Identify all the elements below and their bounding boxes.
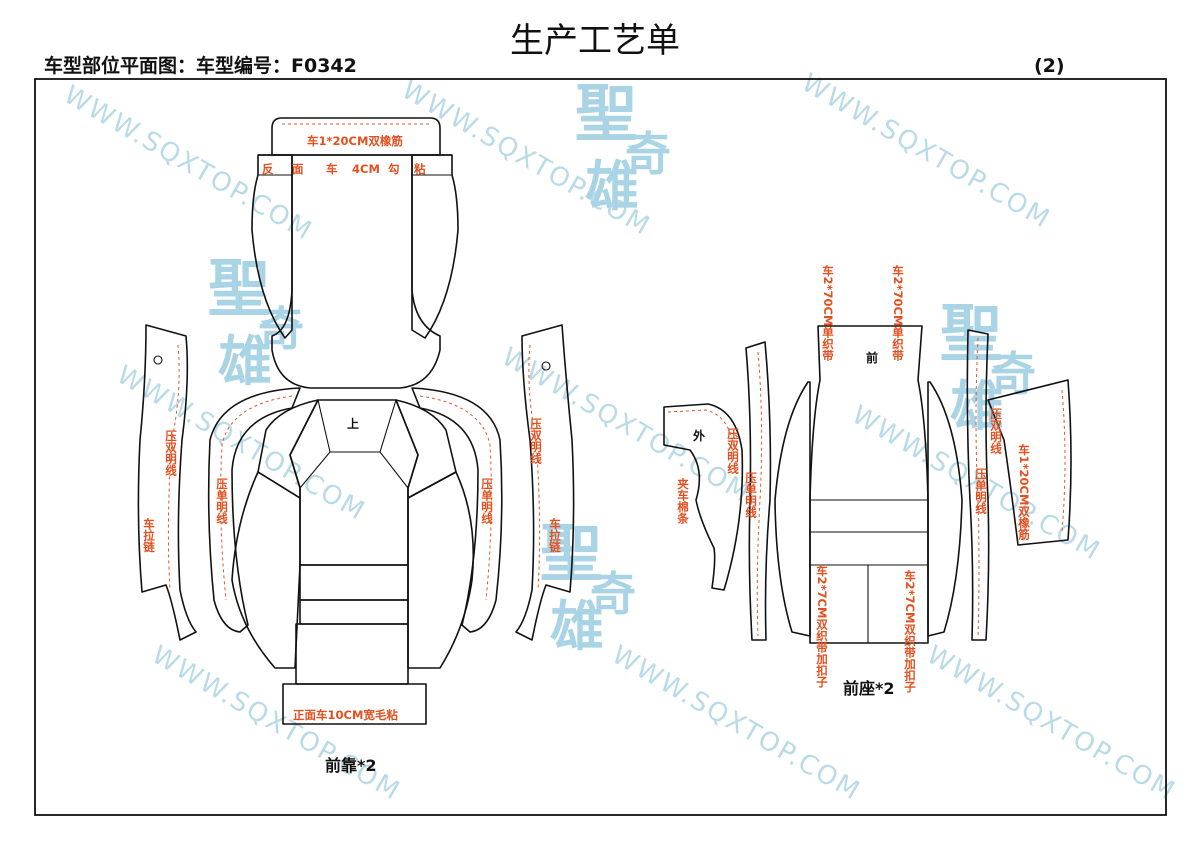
front-back-outer-strip-left: [137, 324, 197, 641]
annotation-vertical: 车2*70CM单织带: [821, 264, 835, 361]
front-back-side-left: [231, 471, 301, 669]
front-back-side-right: [407, 471, 475, 669]
annotation-vertical: 压单明线: [215, 477, 229, 525]
annotation-vertical: 压双明线: [529, 417, 543, 465]
front-back-head-panel: [271, 155, 441, 389]
front-back-lower-band-2: [299, 599, 409, 625]
front-seat-side-right: [927, 381, 963, 637]
front-back-lower-band-3: [295, 623, 409, 685]
front-back-inner-strip-right: [411, 387, 503, 633]
front-seat-pattern: 前 车2*70CM单织带 车2*70CM单织带 车2*7CM双织带加扣子 车2*…: [663, 264, 1072, 698]
annotation: 车1*20CM双橡筋: [307, 134, 403, 148]
front-seat-strip-right: [966, 329, 990, 641]
svg-text:奇: 奇: [625, 127, 671, 181]
svg-text:粘: 粘: [414, 162, 426, 176]
annotation-vertical: 车2*70CM单织带: [891, 264, 905, 361]
sheet-title: 生产工艺单: [510, 21, 680, 61]
front-back-shoulder-left: [257, 399, 319, 499]
annotation-vertical: 车1*20CM双橡筋: [1017, 443, 1031, 540]
front-back-outer-strip-right: [515, 324, 575, 641]
annotation-row: 反 面 车 4CM 勾 粘: [262, 162, 426, 176]
annotation-vertical: 压单明线: [744, 471, 758, 519]
front-seat-main-panel: [809, 325, 929, 644]
part-label: 前: [866, 350, 878, 365]
annotation-vertical: 压单明线: [480, 477, 494, 525]
svg-text:面: 面: [292, 162, 304, 176]
annotation-vertical: 车2*7CM双织带加扣子: [815, 564, 829, 688]
front-back-pattern: 车1*20CM双橡筋 反 面 车 4CM 勾 粘 上 正面车10CM宽毛粘 压双…: [137, 117, 575, 775]
front-seat-side-left: [774, 381, 811, 637]
annotation-vertical: 压双明线: [164, 429, 178, 477]
svg-text:雄: 雄: [218, 329, 272, 393]
front-seat-flap-left: [663, 403, 744, 591]
annotation-vertical: 车拉链: [548, 517, 562, 553]
annotation-vertical: 车2*7CM双织带加扣子: [903, 569, 917, 693]
watermark-logo: 聖 奇 雄: [208, 252, 304, 393]
drawing-frame: [34, 78, 1167, 816]
watermark-logo: 聖 奇 雄: [940, 297, 1036, 438]
svg-text:雄: 雄: [585, 154, 639, 218]
svg-text:雄: 雄: [950, 374, 1004, 438]
front-back-head-wing-left: [251, 154, 293, 339]
annotation-vertical: 车拉链: [142, 517, 156, 553]
svg-text:奇: 奇: [590, 567, 636, 621]
part-label: 外: [693, 428, 705, 443]
caption-front-seat: 前座*2: [843, 679, 895, 698]
svg-text:聖: 聖: [575, 77, 637, 150]
annotation-vertical: 压双明线: [726, 427, 740, 475]
front-back-bottom-band: [282, 683, 427, 725]
svg-text:雄: 雄: [550, 594, 604, 658]
front-back-shoulder-right: [395, 399, 457, 499]
annotation: 正面车10CM宽毛粘: [293, 708, 398, 722]
front-seat-strip-left: [745, 341, 772, 641]
svg-text:反: 反: [262, 162, 274, 176]
caption-front-back: 前靠*2: [325, 756, 377, 775]
part-label: 上: [347, 416, 359, 431]
front-back-inner-strip-left: [207, 387, 301, 633]
watermark-url: WWW.SQXTOP.COM: [797, 68, 1056, 235]
svg-text:聖: 聖: [940, 297, 1002, 370]
front-back-top-band: [271, 117, 441, 156]
annotation-vertical: 夹车棉条: [676, 477, 690, 525]
watermark-logo: 聖 奇 雄: [575, 77, 671, 218]
svg-text:奇: 奇: [990, 347, 1036, 401]
front-back-head-wing-right: [411, 154, 459, 339]
svg-text:勾: 勾: [388, 162, 400, 176]
watermark: WWW.SQXTOP.COM WWW.SQXTOP.COM WWW.SQXTOP…: [59, 68, 1181, 807]
watermark-url: WWW.SQXTOP.COM: [922, 640, 1181, 807]
front-seat-flap-right: [987, 379, 1072, 546]
svg-text:车: 车: [326, 162, 338, 176]
annotation-vertical: 压单明线: [974, 467, 988, 515]
annotation-vertical: 压双明线: [989, 407, 1003, 455]
model-label: 车型部位平面图：车型编号：F0342: [44, 54, 357, 77]
watermark-url: WWW.SQXTOP.COM: [59, 80, 318, 247]
front-back-lower-band-1: [299, 564, 409, 601]
svg-text:4CM: 4CM: [352, 162, 380, 176]
svg-text:聖: 聖: [208, 252, 270, 325]
page-number: (2): [1034, 55, 1065, 77]
